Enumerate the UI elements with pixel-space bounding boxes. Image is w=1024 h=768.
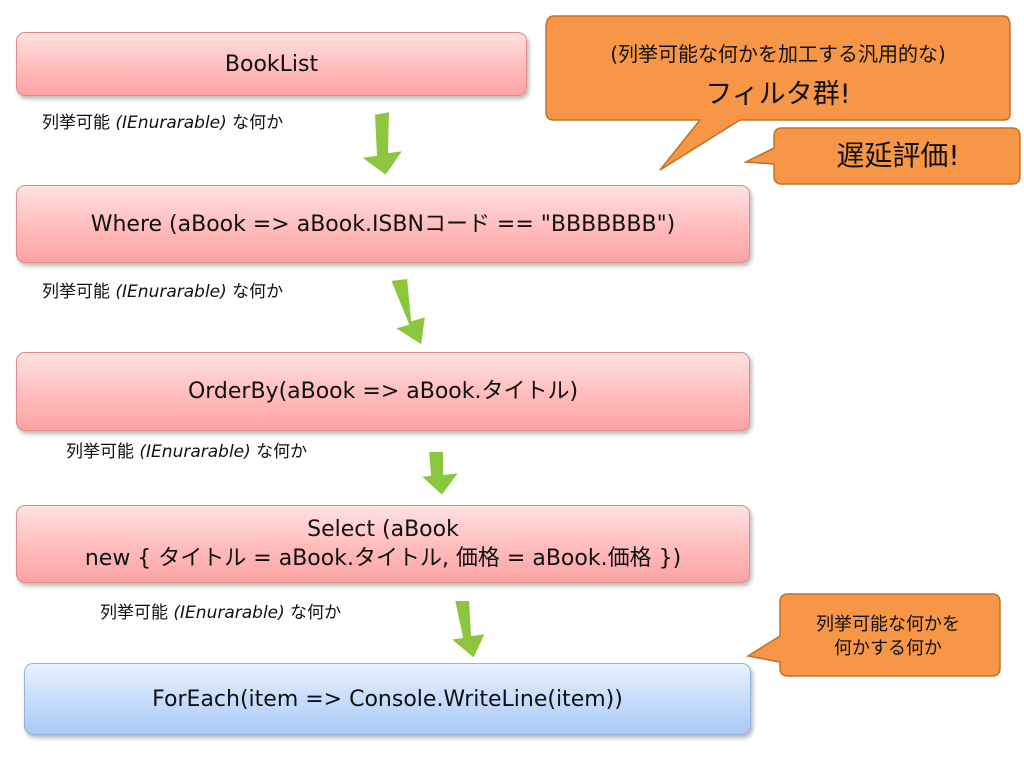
arrow-down-icon [449, 599, 487, 660]
flow-label-prefix: 列挙可能 [42, 113, 116, 133]
stage-orderby: OrderBy(aBook => aBook.タイトル) [16, 352, 750, 431]
flow-label-type: (IEnurarable) [115, 282, 227, 302]
callout-filters-line1: (列挙可能な何かを加工する汎用的な) [610, 42, 946, 66]
stage-booklist: BookList [16, 32, 527, 96]
flow-label-prefix: 列挙可能 [66, 442, 140, 462]
arrow-down-icon [359, 110, 405, 177]
callout-consumer-line2: 何かする何か [834, 638, 942, 659]
flow-label-type: (IEnurarable) [173, 603, 285, 623]
flow-label-prefix: 列挙可能 [100, 603, 174, 623]
flow-label-type: (IEnurarable) [139, 442, 251, 462]
flow-label-suffix: な何か [226, 282, 284, 302]
arrow-down-icon [389, 277, 427, 347]
callout-consumer-shape [745, 593, 1001, 677]
callout-lazy-text: 遅延評価! [836, 139, 960, 172]
flow-label-suffix: な何か [284, 603, 342, 623]
flow-label-4: 列挙可能 (IEnurarable) な何か [100, 598, 341, 623]
flow-label-1: 列挙可能 (IEnurarable) な何か [42, 108, 283, 133]
stage-foreach: ForEach(item => Console.WriteLine(item)) [24, 663, 751, 735]
flow-label-type: (IEnurarable) [115, 113, 227, 133]
flow-label-prefix: 列挙可能 [42, 282, 116, 302]
flow-label-suffix: な何か [250, 442, 308, 462]
stage-orderby-text: OrderBy(aBook => aBook.タイトル) [187, 379, 579, 404]
flow-label-3: 列挙可能 (IEnurarable) な何か [66, 437, 307, 462]
callout-consumer-line1: 列挙可能な何かを [816, 614, 960, 635]
flow-label-suffix: な何か [226, 113, 284, 133]
stage-select-line1: Select (aBook [307, 517, 459, 542]
callout-filters-line2: フィルタ群! [705, 79, 851, 110]
stage-select: Select (aBook new { タイトル = aBook.タイトル, 価… [16, 505, 750, 583]
callout-filters-shape [545, 15, 1011, 171]
arrow-down-icon [419, 450, 461, 497]
stage-where: Where (aBook => aBook.ISBNコード == "BBBBBB… [16, 185, 750, 263]
stage-booklist-text: BookList [224, 51, 319, 77]
callout-lazy-shape [744, 127, 1021, 185]
stage-select-line2: new { タイトル = aBook.タイトル, 価格 = aBook.価格 }… [84, 546, 682, 571]
stage-foreach-text: ForEach(item => Console.WriteLine(item)) [152, 686, 623, 712]
flow-label-2: 列挙可能 (IEnurarable) な何か [42, 277, 283, 302]
stage-where-text: Where (aBook => aBook.ISBNコード == "BBBBBB… [90, 211, 676, 237]
